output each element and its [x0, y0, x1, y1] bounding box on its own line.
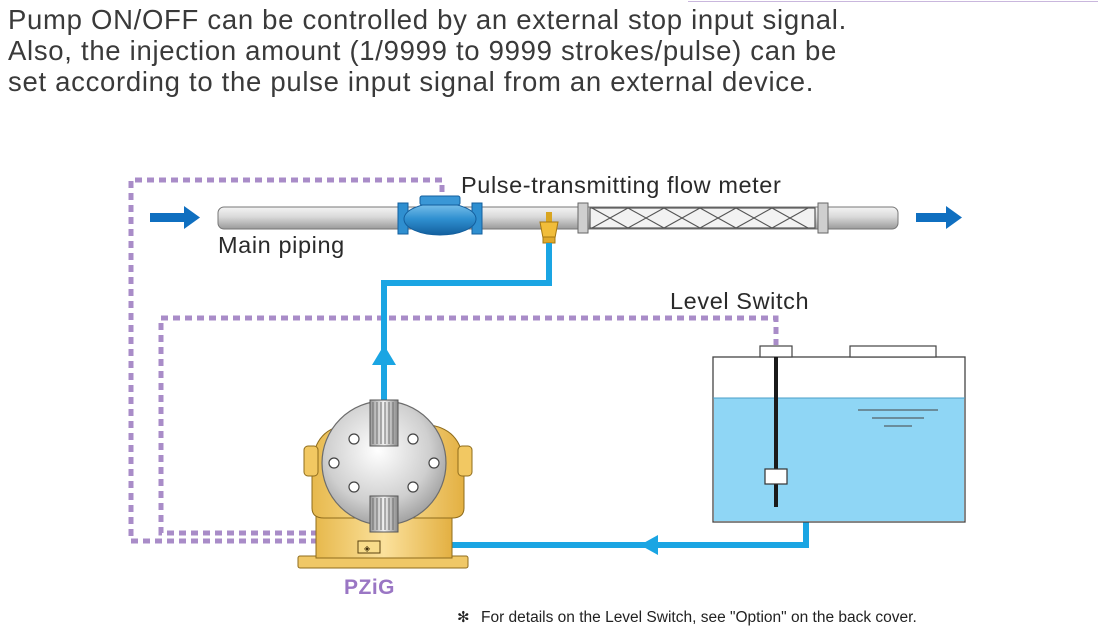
- discharge-tube: [381, 243, 552, 404]
- intro-line-1: Pump ON/OFF can be controlled by an exte…: [8, 4, 847, 35]
- outflow-arrow: [916, 206, 962, 229]
- level-switch-label: Level Switch: [670, 288, 809, 314]
- inflow-arrow: [150, 206, 200, 229]
- level-switch-sensor: [764, 357, 788, 507]
- svg-text:◈: ◈: [364, 544, 371, 553]
- injection-nozzle: [539, 212, 559, 244]
- suction-arrow: [640, 535, 658, 555]
- footnote-mark: ✻: [457, 608, 470, 626]
- pzig-pump: ◈: [297, 399, 473, 569]
- stop-signal-line: [128, 177, 445, 544]
- intro-line-3: set according to the pulse input signal …: [8, 66, 815, 97]
- level-switch-signal-line: [158, 315, 779, 536]
- main-piping-label: Main piping: [218, 232, 345, 258]
- intro-line-2: Also, the injection amount (1/9999 to 99…: [8, 35, 838, 66]
- top-rule: [688, 1, 1098, 2]
- pump-model-label: PZiG: [344, 576, 395, 599]
- discharge-arrow: [372, 345, 396, 365]
- intro-paragraph: Pump ON/OFF can be controlled by an exte…: [8, 4, 1098, 97]
- flow-meter-body: [577, 202, 829, 234]
- footnote-text: For details on the Level Switch, see "Op…: [481, 609, 917, 626]
- chemical-tank: [712, 345, 966, 523]
- check-valve: [397, 195, 483, 236]
- flow-meter-label: Pulse-transmitting flow meter: [461, 172, 781, 198]
